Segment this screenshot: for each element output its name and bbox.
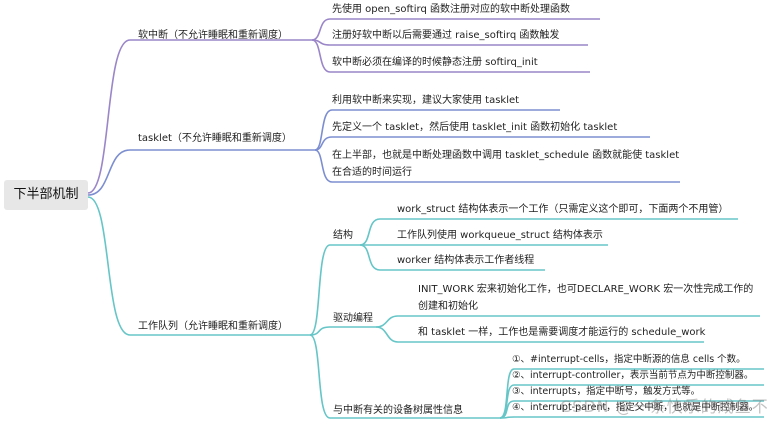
devicetree-item[interactable]: ④、interrupt-parent，指定父中断，也就是中断控制器。	[512, 402, 759, 413]
devicetree-item[interactable]: ③、interrupts，指定中断号，触发方式等。	[512, 386, 701, 397]
connector-softirq-1	[311, 18, 600, 41]
softirq-item[interactable]: 先使用 open_softirq 函数注册对应的软中断处理函数	[332, 4, 570, 15]
connector-tasklet-1	[314, 109, 560, 151]
wq-structure-node[interactable]: 结构	[333, 230, 353, 241]
connector-dt-4	[499, 416, 764, 419]
branch-tasklet[interactable]: tasklet（不允许睡眠和重新调度）	[138, 133, 292, 144]
driver-item-continued: 创建和初始化	[418, 301, 478, 312]
connector-driver-2	[375, 326, 704, 343]
branch-workqueue[interactable]: 工作队列（允许睡眠和重新调度）	[138, 321, 288, 332]
connector-softirq-3	[311, 39, 590, 73]
branch-softirq[interactable]: 软中断（不允许睡眠和重新调度）	[138, 30, 288, 41]
wq-devicetree-node[interactable]: 与中断有关的设备树属性信息	[333, 405, 463, 416]
connector-structure-3	[359, 244, 545, 271]
tasklet-item[interactable]: 利用软中断来实现，建议大家使用 tasklet	[332, 95, 520, 106]
structure-item[interactable]: work_struct 结构体表示一个工作（只需定义这个即可，下面两个不用管）	[397, 204, 729, 215]
root-node[interactable]: 下半部机制	[4, 180, 88, 210]
softirq-item[interactable]: 注册好软中断以后需要通过 raise_softirq 函数触发	[332, 30, 560, 41]
watermark: CSDN @一条快乐的咸鱼不好吃	[560, 397, 767, 416]
connector-structure-1	[359, 218, 738, 246]
connector-driver-1	[375, 315, 760, 328]
connector-wq-driver	[309, 326, 376, 336]
connector-wq-devicetree	[309, 334, 500, 419]
devicetree-item[interactable]: ①、#interrupt-cells，指定中断源的信息 cells 个数。	[512, 354, 746, 365]
connector-workqueue	[87, 196, 310, 336]
connector-tasklet-3	[314, 149, 680, 183]
driver-item[interactable]: 和 tasklet 一样，工作也是需要调度才能运行的 schedule_work	[418, 327, 706, 338]
connector-wq-structure	[309, 244, 360, 336]
wq-driver-node[interactable]: 驱动编程	[333, 313, 373, 324]
connector-softirq	[87, 39, 312, 194]
softirq-item[interactable]: 软中断必须在编译的时候静态注册 softirq_init	[332, 57, 538, 68]
structure-item[interactable]: 工作队列使用 workqueue_struct 结构体表示	[397, 230, 603, 241]
tasklet-item[interactable]: 先定义一个 tasklet，然后使用 tasklet_init 函数初始化 ta…	[332, 122, 618, 133]
connector-tasklet	[87, 149, 315, 196]
devicetree-item[interactable]: ②、interrupt-controller，表示当前节点为中断控制器。	[512, 370, 754, 381]
tasklet-item-continued: 在合适的时间运行	[332, 167, 412, 178]
structure-item[interactable]: worker 结构体表示工作者线程	[397, 255, 535, 266]
connector-tasklet-2	[314, 136, 650, 151]
tasklet-item[interactable]: 在上半部，也就是中断处理函数中调用 tasklet_schedule 函数就能使…	[332, 150, 680, 161]
driver-item[interactable]: INIT_WORK 宏来初始化工作，也可DECLARE_WORK 宏一次性完成工…	[418, 284, 754, 295]
